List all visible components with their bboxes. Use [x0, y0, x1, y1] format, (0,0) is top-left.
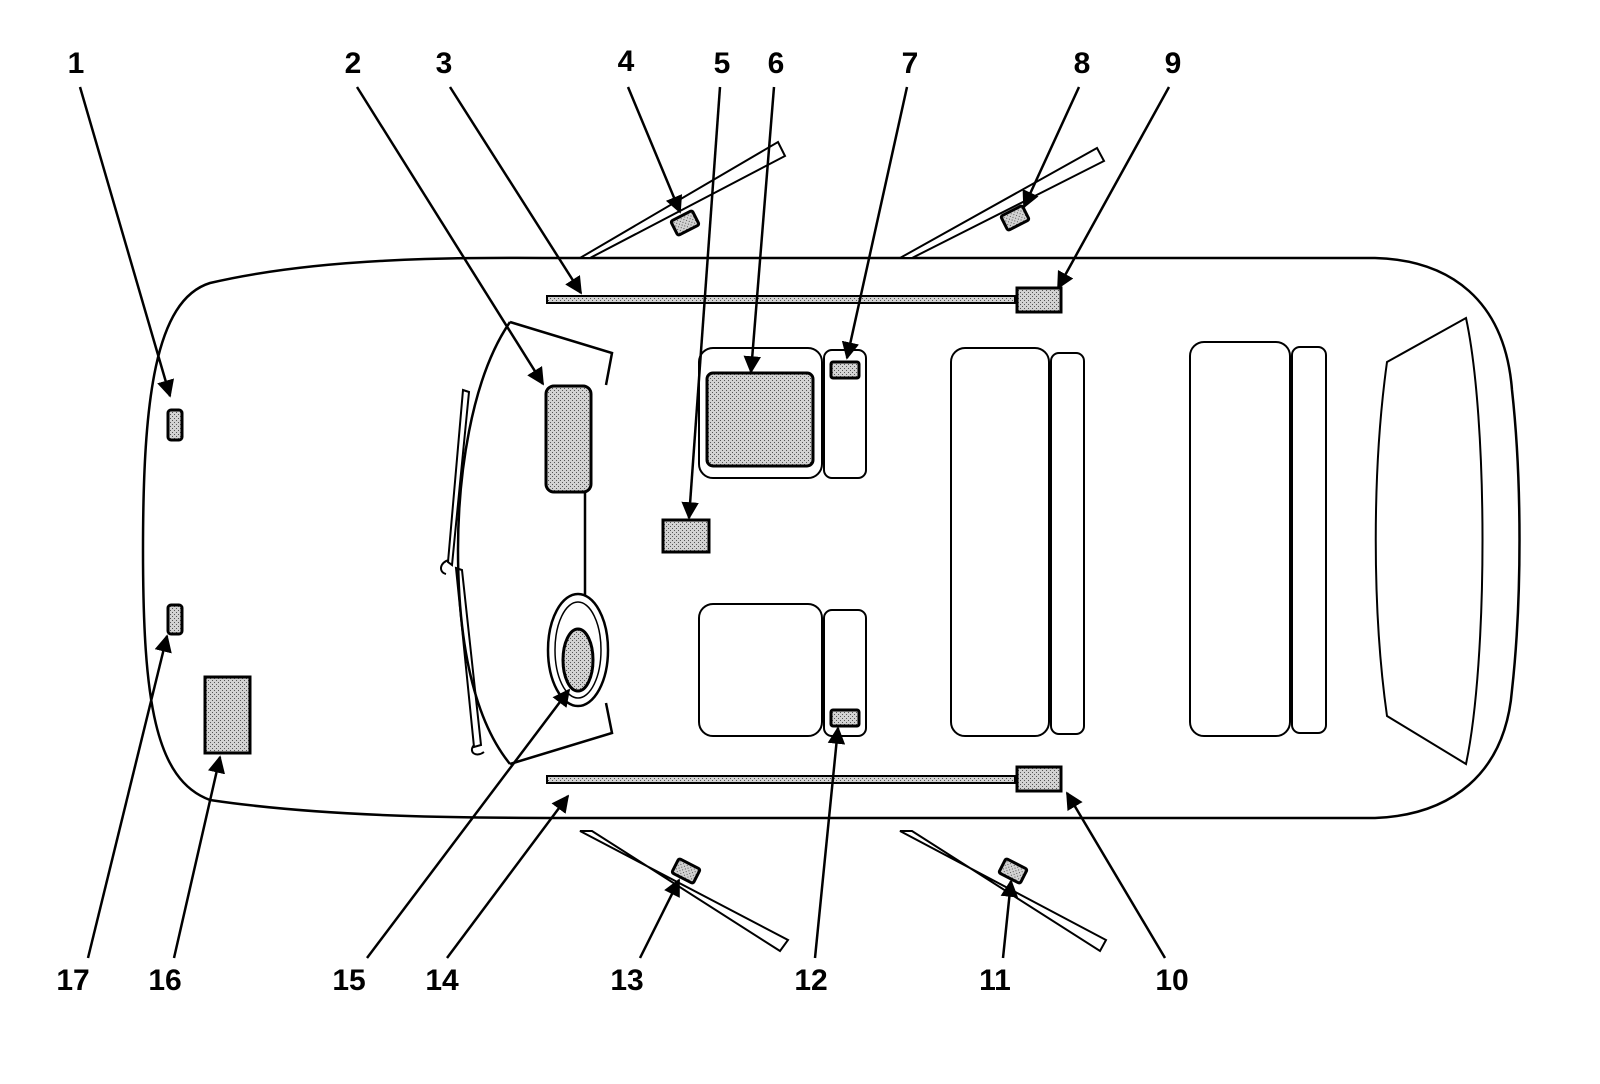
- component-15-airbag: [561, 627, 595, 693]
- middle-seat: [950, 347, 1085, 737]
- rear-seat-cushion: [1189, 341, 1291, 737]
- callout-7: 7: [902, 47, 919, 80]
- vehicle-body: [141, 256, 1521, 820]
- windshield: [456, 321, 512, 765]
- leader-line-13: [638, 878, 681, 959]
- windshield-wipers: [440, 388, 485, 756]
- callout-2: 2: [345, 47, 362, 80]
- vehicle-outline: [141, 256, 1521, 820]
- callout-11: 11: [979, 964, 1011, 997]
- component-11-sensor: [997, 857, 1029, 885]
- rear-seat-back: [1291, 346, 1327, 734]
- leader-line-8: [1022, 86, 1081, 209]
- rear-seat: [1189, 341, 1327, 737]
- callout-6: 6: [768, 47, 785, 80]
- component-8-sensor: [999, 204, 1031, 232]
- side-rails: [546, 295, 1016, 784]
- door-front-right: [579, 830, 790, 953]
- leader-line-12: [813, 726, 846, 959]
- leader-line-4: [626, 86, 683, 214]
- callout-3: 3: [436, 47, 453, 80]
- callout-4: 4: [618, 45, 635, 78]
- rail-left: [546, 295, 1016, 304]
- leader-line-7: [841, 86, 909, 360]
- component-13-sensor: [670, 857, 702, 885]
- component-4-sensor: [669, 209, 701, 237]
- dash-edge-upper: [509, 320, 614, 386]
- leader-line-2: [355, 86, 545, 386]
- callout-12: 12: [794, 964, 827, 997]
- front-seat-right: [698, 603, 867, 737]
- callout-16: 16: [148, 964, 181, 997]
- leader-line-1: [78, 86, 174, 398]
- door-rear-left: [896, 146, 1106, 259]
- leader-line-15: [366, 688, 571, 959]
- middle-seat-cushion: [950, 347, 1050, 737]
- steering-wheel-inner: [554, 601, 602, 699]
- components: [166, 204, 1063, 885]
- callout-numbers: 1 2 3 4 5 6 7 8 9 10 11 12 13 14 15 16 1…: [56, 45, 1188, 997]
- component-7-sensor: [829, 360, 861, 380]
- door-rear-right: [899, 830, 1108, 953]
- leader-line-5: [681, 86, 722, 520]
- callout-17: 17: [56, 964, 89, 997]
- component-9-inflator: [1015, 286, 1063, 314]
- leader-lines: [78, 86, 1171, 959]
- leader-line-17: [86, 634, 172, 959]
- component-1-sensor: [166, 408, 184, 442]
- leader-line-11: [1000, 879, 1019, 959]
- callout-5: 5: [714, 47, 731, 80]
- callout-13: 13: [610, 964, 643, 997]
- front-seat-right-cushion: [698, 603, 823, 737]
- leader-line-3: [448, 86, 583, 295]
- component-17-sensor: [166, 603, 184, 636]
- component-6-airbag: [705, 371, 815, 468]
- rear-window: [1374, 316, 1484, 766]
- callout-1: 1: [68, 47, 85, 80]
- leader-line-14: [445, 794, 570, 959]
- callout-14: 14: [425, 964, 459, 997]
- callout-9: 9: [1165, 47, 1182, 80]
- callout-15: 15: [332, 964, 365, 997]
- leader-line-10: [1065, 791, 1167, 959]
- component-10-inflator: [1015, 765, 1063, 793]
- leader-line-6: [743, 86, 776, 374]
- rail-right: [546, 775, 1016, 784]
- door-front-left: [576, 140, 787, 259]
- wiper-upper: [440, 388, 471, 575]
- middle-seat-back: [1050, 352, 1085, 735]
- callout-10: 10: [1155, 964, 1188, 997]
- component-12-sensor: [829, 708, 861, 728]
- component-2-module: [544, 384, 593, 494]
- wiper-lower: [454, 566, 485, 756]
- leader-line-16: [172, 755, 226, 959]
- component-16-module: [203, 675, 252, 755]
- callout-8: 8: [1074, 47, 1091, 80]
- dash-edge-lower: [509, 702, 614, 766]
- component-5-module: [661, 518, 711, 554]
- leader-line-9: [1056, 86, 1171, 290]
- doors: [576, 140, 1108, 953]
